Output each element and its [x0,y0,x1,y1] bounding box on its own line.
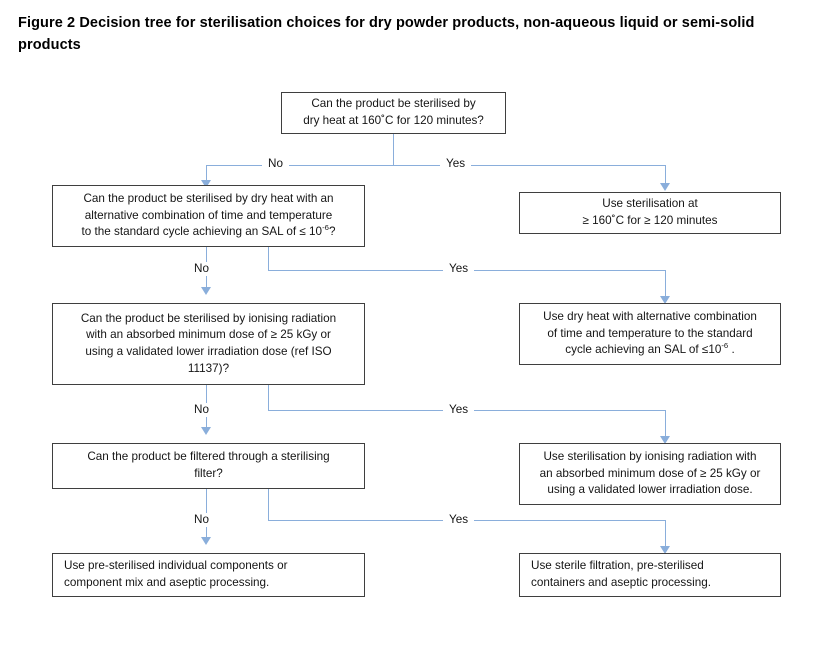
decision-node-dry-heat-standard-text: Can the product be sterilised by dry hea… [303,97,484,127]
outcome-node-pre-sterilised-components: Use pre-sterilised individual components… [52,553,365,597]
arrow-q3-yes [660,436,670,444]
outcome-node-use-ionising-radiation-text: Use sterilisation by ionising radiation … [539,450,761,497]
arrow-q4-yes [660,546,670,554]
arrow-q2-no [201,287,211,295]
edge-label-q3-yes: Yes [443,403,475,418]
connector-q2-yes-stem [268,247,270,271]
connector-q1-stem [393,134,395,166]
decision-node-sterilising-filter: Can the product be filtered through a st… [52,443,365,489]
decision-node-dry-heat-alternative-text: Can the product be sterilised by dry hea… [81,192,336,239]
outcome-node-use-standard-dry-heat: Use sterilisation at ≥ 160˚C for ≥ 120 m… [519,192,781,234]
connector-q1-yes-drop [665,165,667,185]
outcome-node-use-standard-dry-heat-text: Use sterilisation at ≥ 160˚C for ≥ 120 m… [582,197,718,227]
decision-node-ionising-radiation: Can the product be sterilised by ionisin… [52,303,365,385]
outcome-node-use-ionising-radiation: Use sterilisation by ionising radiation … [519,443,781,505]
arrow-q1-no [201,180,211,188]
connector-q3-yes-drop [665,410,667,438]
sal-superscript: -6 [721,341,729,351]
outcome-node-use-alternative-dry-heat-text: Use dry heat with alternative combinatio… [543,310,757,357]
outcome-node-pre-sterilised-components-text: Use pre-sterilised individual components… [64,559,288,589]
page-title: Figure 2 Decision tree for sterilisation… [18,15,755,54]
connector-q2-yes-drop [665,270,667,298]
edge-label-q1-no: No [262,157,289,172]
decision-node-dry-heat-standard: Can the product be sterilised by dry hea… [281,92,506,134]
connector-q3-yes-stem [268,385,270,411]
decision-node-ionising-radiation-text: Can the product be sterilised by ionisin… [80,311,337,375]
edge-label-q1-yes: Yes [440,157,472,172]
edge-label-q2-no: No [188,262,215,277]
connector-q1-bus [206,165,666,167]
outcome-node-use-alternative-dry-heat: Use dry heat with alternative combinatio… [519,303,781,365]
edge-label-q2-yes: Yes [443,262,475,277]
edge-label-q4-no: No [188,513,215,528]
connector-q4-yes-drop [665,520,667,548]
arrow-q4-no [201,537,211,545]
outcome-node-sterile-filtration-text: Use sterile filtration, pre-sterilised c… [531,559,711,589]
arrow-q2-yes [660,296,670,304]
arrow-q3-no [201,427,211,435]
sal-superscript: -6 [322,223,329,233]
edge-label-q3-no: No [188,403,215,418]
edge-label-q4-yes: Yes [443,513,475,528]
decision-node-sterilising-filter-text: Can the product be filtered through a st… [87,450,330,480]
arrow-q1-yes [660,183,670,191]
connector-q4-yes-stem [268,489,270,521]
outcome-node-sterile-filtration: Use sterile filtration, pre-sterilised c… [519,553,781,597]
decision-node-dry-heat-alternative: Can the product be sterilised by dry hea… [52,185,365,247]
connector-q1-no-drop [206,165,208,182]
